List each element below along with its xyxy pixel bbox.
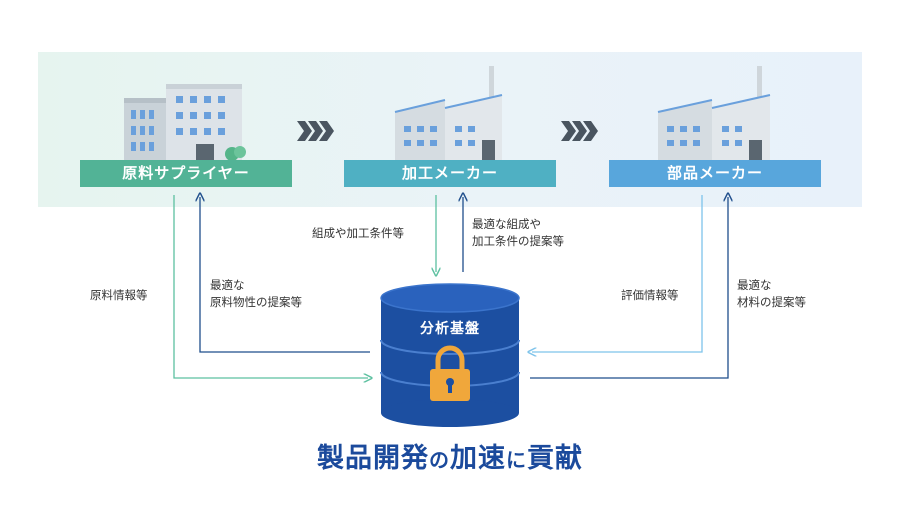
processor-label: 加工メーカー [344, 160, 556, 187]
supplier-proposal-text: 最適な 原料物性の提案等 [210, 277, 302, 311]
parts-evaluation-text: 評価情報等 [621, 288, 679, 302]
parts-evaluation-arrow [532, 195, 703, 352]
database-cylinder [380, 283, 520, 427]
footer-title-part2: の [429, 448, 450, 472]
processor-proposal-line2: 加工条件の提案等 [472, 234, 564, 248]
parts-proposal-line2: 材料の提案等 [737, 295, 806, 309]
supplier-proposal-line1: 最適な [210, 278, 245, 292]
parts-proposal-line1: 最適な [737, 278, 772, 292]
footer-title-part4: に [506, 448, 527, 472]
parts-proposal-arrow [530, 197, 728, 379]
supplier-info-arrow [173, 195, 368, 378]
lock-icon [430, 345, 470, 401]
footer-title-part1: 製品開発 [317, 443, 429, 474]
flow-chevrons-icon [297, 121, 334, 141]
processor-condition-text: 組成や加工条件等 [312, 226, 404, 240]
parts-factory-icon [657, 66, 771, 160]
supplier-label: 原料サプライヤー [80, 160, 292, 187]
footer-title: 製品開発の加速に貢献 [0, 436, 900, 475]
flow-chevrons-icon [561, 121, 598, 141]
footer-title-part5: 貢献 [527, 443, 583, 474]
parts-maker-label: 部品メーカー [609, 160, 821, 187]
supplier-building-icon [124, 84, 246, 161]
supplier-info-text: 原料情報等 [90, 288, 148, 302]
database-label: 分析基盤 [420, 321, 480, 337]
processor-proposal-text: 最適な組成や 加工条件の提案等 [472, 216, 564, 250]
footer-title-part3: 加速 [450, 443, 506, 474]
processor-proposal-line1: 最適な組成や [472, 217, 541, 231]
supplier-proposal-line2: 原料物性の提案等 [210, 295, 302, 309]
supplier-proposal-arrow [200, 197, 370, 353]
parts-proposal-text: 最適な 材料の提案等 [737, 277, 806, 311]
processor-factory-icon [394, 66, 503, 160]
